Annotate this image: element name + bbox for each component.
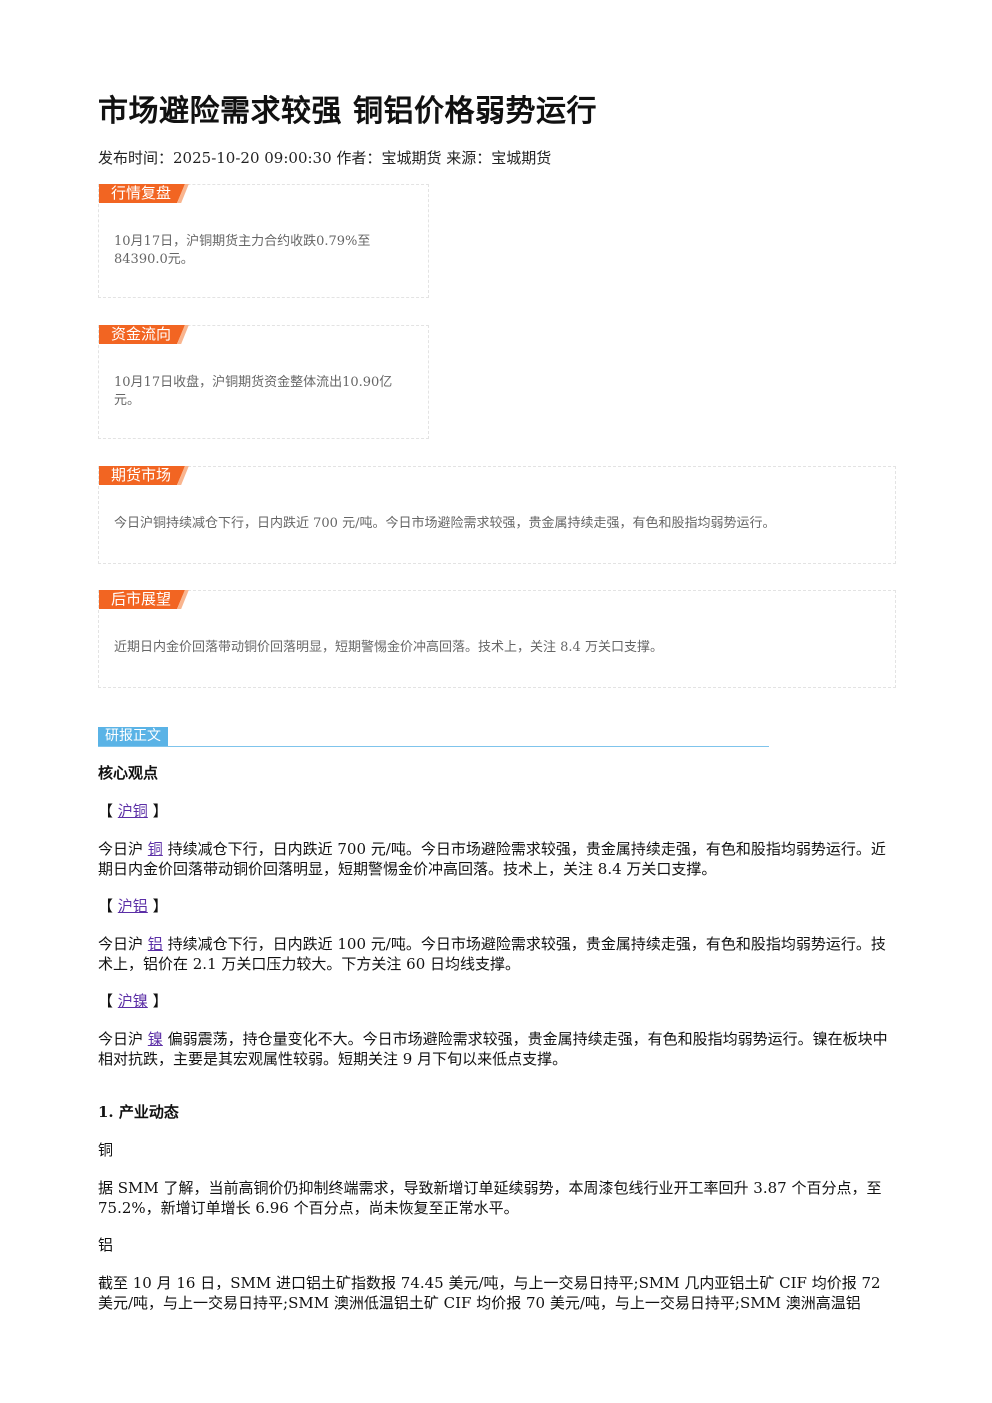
core-views-heading: 核心观点 xyxy=(98,764,159,782)
aluminum-inline-link[interactable]: 铝 xyxy=(147,935,163,953)
nickel-pre: 今日沪 xyxy=(98,1030,144,1048)
industry-heading: 1. 产业动态 xyxy=(98,1103,179,1121)
copper-text: 持续减仓下行，日内跌近 700 元/吨。今日市场避险需求较强，贵金属持续走强，有… xyxy=(98,840,886,878)
aluminum-heading: 【 沪铝 】 xyxy=(98,897,888,917)
nickel-inline-link[interactable]: 镍 xyxy=(147,1030,163,1048)
article-meta: 发布时间：2025-10-20 09:00:30 作者：宝城期货 来源：宝城期货 xyxy=(98,147,551,168)
copper-link[interactable]: 沪铜 xyxy=(117,802,148,820)
publish-label: 发布时间： xyxy=(98,149,174,167)
nickel-heading: 【 沪镍 】 xyxy=(98,992,888,1012)
copper-inline-link[interactable]: 铜 xyxy=(147,840,163,858)
aluminum-pre: 今日沪 xyxy=(98,935,144,953)
futures-market-text: 今日沪铜持续减仓下行，日内跌近 700 元/吨。今日市场避险需求较强，贵金属持续… xyxy=(114,516,776,531)
aluminum-label: 铝 xyxy=(98,1236,114,1254)
author-label: 作者： xyxy=(336,149,382,167)
article-title: 市场避险需求较强 铜铝价格弱势运行 xyxy=(98,94,597,129)
source: 宝城期货 xyxy=(491,149,552,167)
bracket-open: 【 xyxy=(98,992,114,1010)
capital-flow-tag: 资金流向 xyxy=(99,325,185,344)
nickel-paragraph: 今日沪 镍 偏弱震荡，持仓量变化不大。今日市场避险需求较强，贵金属持续走强，有色… xyxy=(98,1030,888,1069)
report-section-header: 研报正文 xyxy=(98,727,769,747)
report-section-tag: 研报正文 xyxy=(98,727,168,746)
copper-paragraph: 今日沪 铜 持续减仓下行，日内跌近 700 元/吨。今日市场避险需求较强，贵金属… xyxy=(98,840,888,879)
author: 宝城期货 xyxy=(381,149,442,167)
copper-heading: 【 沪铜 】 xyxy=(98,802,888,822)
copper-pre: 今日沪 xyxy=(98,840,144,858)
outlook-text: 近期日内金价回落带动铜价回落明显，短期警惕金价冲高回落。技术上，关注 8.4 万… xyxy=(114,640,663,655)
capital-flow-box: 资金流向 10月17日收盘，沪铜期货资金整体流出10.90亿元。 xyxy=(98,325,429,439)
bracket-close: 】 xyxy=(152,802,168,820)
bracket-open: 【 xyxy=(98,802,114,820)
market-review-text: 10月17日，沪铜期货主力合约收跌0.79%至84390.0元。 xyxy=(114,234,371,267)
futures-market-tag: 期货市场 xyxy=(99,466,185,485)
nickel-text: 偏弱震荡，持仓量变化不大。今日市场避险需求较强，贵金属持续走强，有色和股指均弱势… xyxy=(98,1030,888,1068)
market-review-box: 行情复盘 10月17日，沪铜期货主力合约收跌0.79%至84390.0元。 xyxy=(98,184,429,298)
bracket-close: 】 xyxy=(152,992,168,1010)
copper-news: 据 SMM 了解，当前高铜价仍抑制终端需求，导致新增订单延续弱势，本周漆包线行业… xyxy=(98,1179,882,1217)
aluminum-paragraph: 今日沪 铝 持续减仓下行，日内跌近 100 元/吨。今日市场避险需求较强，贵金属… xyxy=(98,935,888,974)
aluminum-link[interactable]: 沪铝 xyxy=(117,897,148,915)
bracket-open: 【 xyxy=(98,897,114,915)
copper-label: 铜 xyxy=(98,1141,114,1159)
capital-flow-text: 10月17日收盘，沪铜期货资金整体流出10.90亿元。 xyxy=(114,375,393,408)
source-label: 来源： xyxy=(446,149,492,167)
aluminum-news: 截至 10 月 16 日，SMM 进口铝土矿指数报 74.45 美元/吨，与上一… xyxy=(98,1274,881,1312)
market-review-tag: 行情复盘 xyxy=(99,184,185,203)
aluminum-text: 持续减仓下行，日内跌近 100 元/吨。今日市场避险需求较强，贵金属持续走强，有… xyxy=(98,935,886,973)
futures-market-box: 期货市场 今日沪铜持续减仓下行，日内跌近 700 元/吨。今日市场避险需求较强，… xyxy=(98,466,896,564)
bracket-close: 】 xyxy=(152,897,168,915)
outlook-box: 后市展望 近期日内金价回落带动铜价回落明显，短期警惕金价冲高回落。技术上，关注 … xyxy=(98,590,896,688)
outlook-tag: 后市展望 xyxy=(99,590,185,609)
nickel-link[interactable]: 沪镍 xyxy=(117,992,148,1010)
publish-time: 2025-10-20 09:00:30 xyxy=(173,149,332,167)
